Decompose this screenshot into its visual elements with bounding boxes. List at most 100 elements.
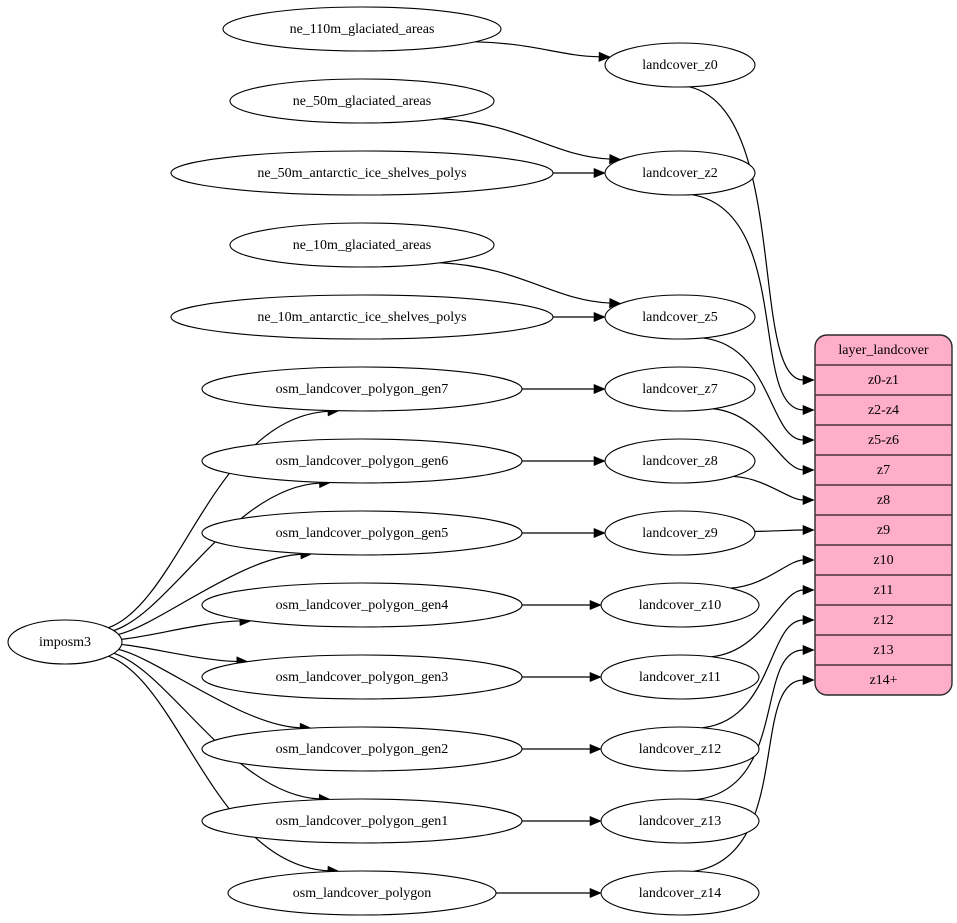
arrow-head-icon (593, 383, 606, 395)
node-label-landcover_z8: landcover_z8 (642, 454, 717, 469)
node-landcover_z5[interactable]: landcover_z5 (604, 294, 756, 340)
node-ellipse-landcover_z2 (604, 150, 756, 196)
arrow-head-icon (802, 644, 815, 656)
node-label-landcover_z9: landcover_z9 (642, 526, 717, 541)
node-label-ne_50m_glaciated_areas: ne_50m_glaciated_areas (293, 94, 431, 109)
edge-landcover_z12-to-layer_landcover-z12 (702, 619, 804, 729)
node-osm_landcover_polygon_gen5[interactable]: osm_landcover_polygon_gen5 (201, 510, 523, 556)
edge-imposm3-to-osm_landcover_polygon_gen2 (118, 648, 301, 729)
node-landcover_z10[interactable]: landcover_z10 (600, 582, 760, 628)
node-landcover_z13[interactable]: landcover_z13 (600, 798, 760, 844)
node-landcover_z12[interactable]: landcover_z12 (600, 726, 760, 772)
layer-table-row-z11[interactable]: z11 (874, 583, 894, 598)
layer-table-row-z9[interactable]: z9 (877, 523, 890, 538)
node-label-landcover_z7: landcover_z7 (642, 382, 717, 397)
edge-imposm3-to-osm_landcover_polygon (108, 655, 329, 872)
node-ellipse-osm_landcover_polygon_gen3 (201, 654, 523, 700)
arrow-head-icon (589, 671, 602, 683)
node-osm_landcover_polygon_gen6[interactable]: osm_landcover_polygon_gen6 (201, 438, 523, 484)
arrow-head-icon (802, 554, 815, 566)
node-label-ne_10m_glaciated_areas: ne_10m_glaciated_areas (293, 238, 431, 253)
node-ne_50m_glaciated_areas[interactable]: ne_50m_glaciated_areas (229, 78, 495, 124)
node-ellipse-landcover_z7 (604, 366, 756, 412)
arrow-head-icon (802, 374, 815, 386)
layer-table-row-z7[interactable]: z7 (877, 463, 890, 478)
node-label-osm_landcover_polygon: osm_landcover_polygon (293, 886, 431, 901)
node-ellipse-ne_50m_antarctic_ice_shelves_polys (170, 150, 554, 196)
layer-table-row-z2-z4[interactable]: z2-z4 (868, 403, 899, 418)
layer-table-row-z0-z1[interactable]: z0-z1 (868, 373, 899, 388)
node-osm_landcover_polygon_gen1[interactable]: osm_landcover_polygon_gen1 (201, 798, 523, 844)
edge-imposm3-to-osm_landcover_polygon_gen3 (121, 643, 238, 663)
edge-landcover_z8-to-layer_landcover-z8 (733, 475, 804, 501)
node-ellipse-landcover_z12 (600, 726, 760, 772)
layer-table-row-z14plus[interactable]: z14+ (869, 673, 897, 688)
arrow-head-icon (593, 311, 606, 323)
layer-table-row-z10[interactable]: z10 (873, 553, 893, 568)
node-ellipse-landcover_z14 (600, 870, 760, 916)
node-label-imposm3: imposm3 (39, 635, 91, 650)
arrow-head-icon (598, 51, 611, 62)
edge-landcover_z2-to-layer_landcover-z2-z4 (692, 194, 804, 411)
arrow-head-icon (802, 434, 815, 446)
node-ellipse-landcover_z9 (604, 510, 756, 556)
node-ellipse-imposm3 (7, 619, 123, 665)
node-ellipse-osm_landcover_polygon_gen7 (201, 366, 523, 412)
edge-imposm3-to-osm_landcover_polygon_gen5 (118, 553, 302, 636)
node-label-osm_landcover_polygon_gen4: osm_landcover_polygon_gen4 (276, 598, 449, 613)
node-landcover_z11[interactable]: landcover_z11 (600, 654, 760, 700)
node-osm_landcover_polygon_gen4[interactable]: osm_landcover_polygon_gen4 (201, 582, 523, 628)
node-osm_landcover_polygon_gen7[interactable]: osm_landcover_polygon_gen7 (201, 366, 523, 412)
node-ne_10m_glaciated_areas[interactable]: ne_10m_glaciated_areas (229, 222, 495, 268)
node-label-landcover_z2: landcover_z2 (642, 166, 717, 181)
node-label-landcover_z12: landcover_z12 (639, 742, 721, 757)
node-label-landcover_z11: landcover_z11 (639, 670, 721, 685)
node-landcover_z14[interactable]: landcover_z14 (600, 870, 760, 916)
node-ellipse-landcover_z10 (600, 582, 760, 628)
arrow-head-icon (593, 167, 606, 179)
node-ellipse-osm_landcover_polygon_gen5 (201, 510, 523, 556)
node-landcover_z9[interactable]: landcover_z9 (604, 510, 756, 556)
node-osm_landcover_polygon_gen2[interactable]: osm_landcover_polygon_gen2 (201, 726, 523, 772)
edge-imposm3-to-osm_landcover_polygon_gen6 (113, 482, 320, 632)
node-ellipse-osm_landcover_polygon_gen1 (201, 798, 523, 844)
node-ne_50m_antarctic_ice_shelves_polys[interactable]: ne_50m_antarctic_ice_shelves_polys (170, 150, 554, 196)
nodes-layer: imposm3 ne_110m_glaciated_areas ne_50m_gla… (7, 6, 760, 916)
layer-table-row-z8[interactable]: z8 (877, 493, 890, 508)
node-ellipse-landcover_z8 (604, 438, 756, 484)
node-label-landcover_z14: landcover_z14 (639, 886, 721, 901)
layer-table-row-z5-z6[interactable]: z5-z6 (868, 433, 899, 448)
edge-ne_50m_glaciated_areas-to-landcover_z2 (440, 118, 611, 160)
node-imposm3[interactable]: imposm3 (7, 619, 123, 665)
node-label-osm_landcover_polygon_gen6: osm_landcover_polygon_gen6 (276, 454, 449, 469)
node-landcover_z8[interactable]: landcover_z8 (604, 438, 756, 484)
edge-landcover_z0-to-layer_landcover-z0-z1 (689, 86, 804, 381)
arrow-head-icon (589, 743, 602, 755)
node-osm_landcover_polygon[interactable]: osm_landcover_polygon (227, 870, 497, 916)
node-ellipse-osm_landcover_polygon_gen2 (201, 726, 523, 772)
edge-landcover_z10-to-layer_landcover-z10 (730, 559, 804, 589)
node-ne_110m_glaciated_areas[interactable]: ne_110m_glaciated_areas (222, 6, 502, 52)
node-ellipse-landcover_z13 (600, 798, 760, 844)
node-landcover_z7[interactable]: landcover_z7 (604, 366, 756, 412)
node-label-landcover_z10: landcover_z10 (639, 598, 721, 613)
layer-table-row-z12[interactable]: z12 (873, 613, 893, 628)
node-label-osm_landcover_polygon_gen7: osm_landcover_polygon_gen7 (276, 382, 449, 397)
node-label-osm_landcover_polygon_gen1: osm_landcover_polygon_gen1 (276, 814, 449, 829)
edge-landcover_z7-to-layer_landcover-z7 (712, 408, 804, 471)
node-landcover_z2[interactable]: landcover_z2 (604, 150, 756, 196)
edge-imposm3-to-osm_landcover_polygon_gen7 (108, 410, 329, 629)
edge-landcover_z9-to-layer_landcover-z9 (754, 529, 804, 532)
layer-landcover-table: layer_landcoverz0-z1z2-z4z5-z6z7z8z9z10z… (814, 334, 953, 696)
node-ellipse-osm_landcover_polygon_gen4 (201, 582, 523, 628)
node-ne_10m_antarctic_ice_shelves_polys[interactable]: ne_10m_antarctic_ice_shelves_polys (170, 294, 554, 340)
edge-ne_10m_glaciated_areas-to-landcover_z5 (440, 262, 611, 304)
node-label-landcover_z0: landcover_z0 (642, 58, 717, 73)
layer-table-row-z13[interactable]: z13 (873, 643, 893, 658)
edge-landcover_z13-to-layer_landcover-z13 (696, 649, 804, 801)
node-ellipse-osm_landcover_polygon_gen6 (201, 438, 523, 484)
node-osm_landcover_polygon_gen3[interactable]: osm_landcover_polygon_gen3 (201, 654, 523, 700)
node-landcover_z0[interactable]: landcover_z0 (604, 42, 756, 88)
node-label-osm_landcover_polygon_gen3: osm_landcover_polygon_gen3 (276, 670, 449, 685)
arrow-head-icon (802, 494, 815, 506)
